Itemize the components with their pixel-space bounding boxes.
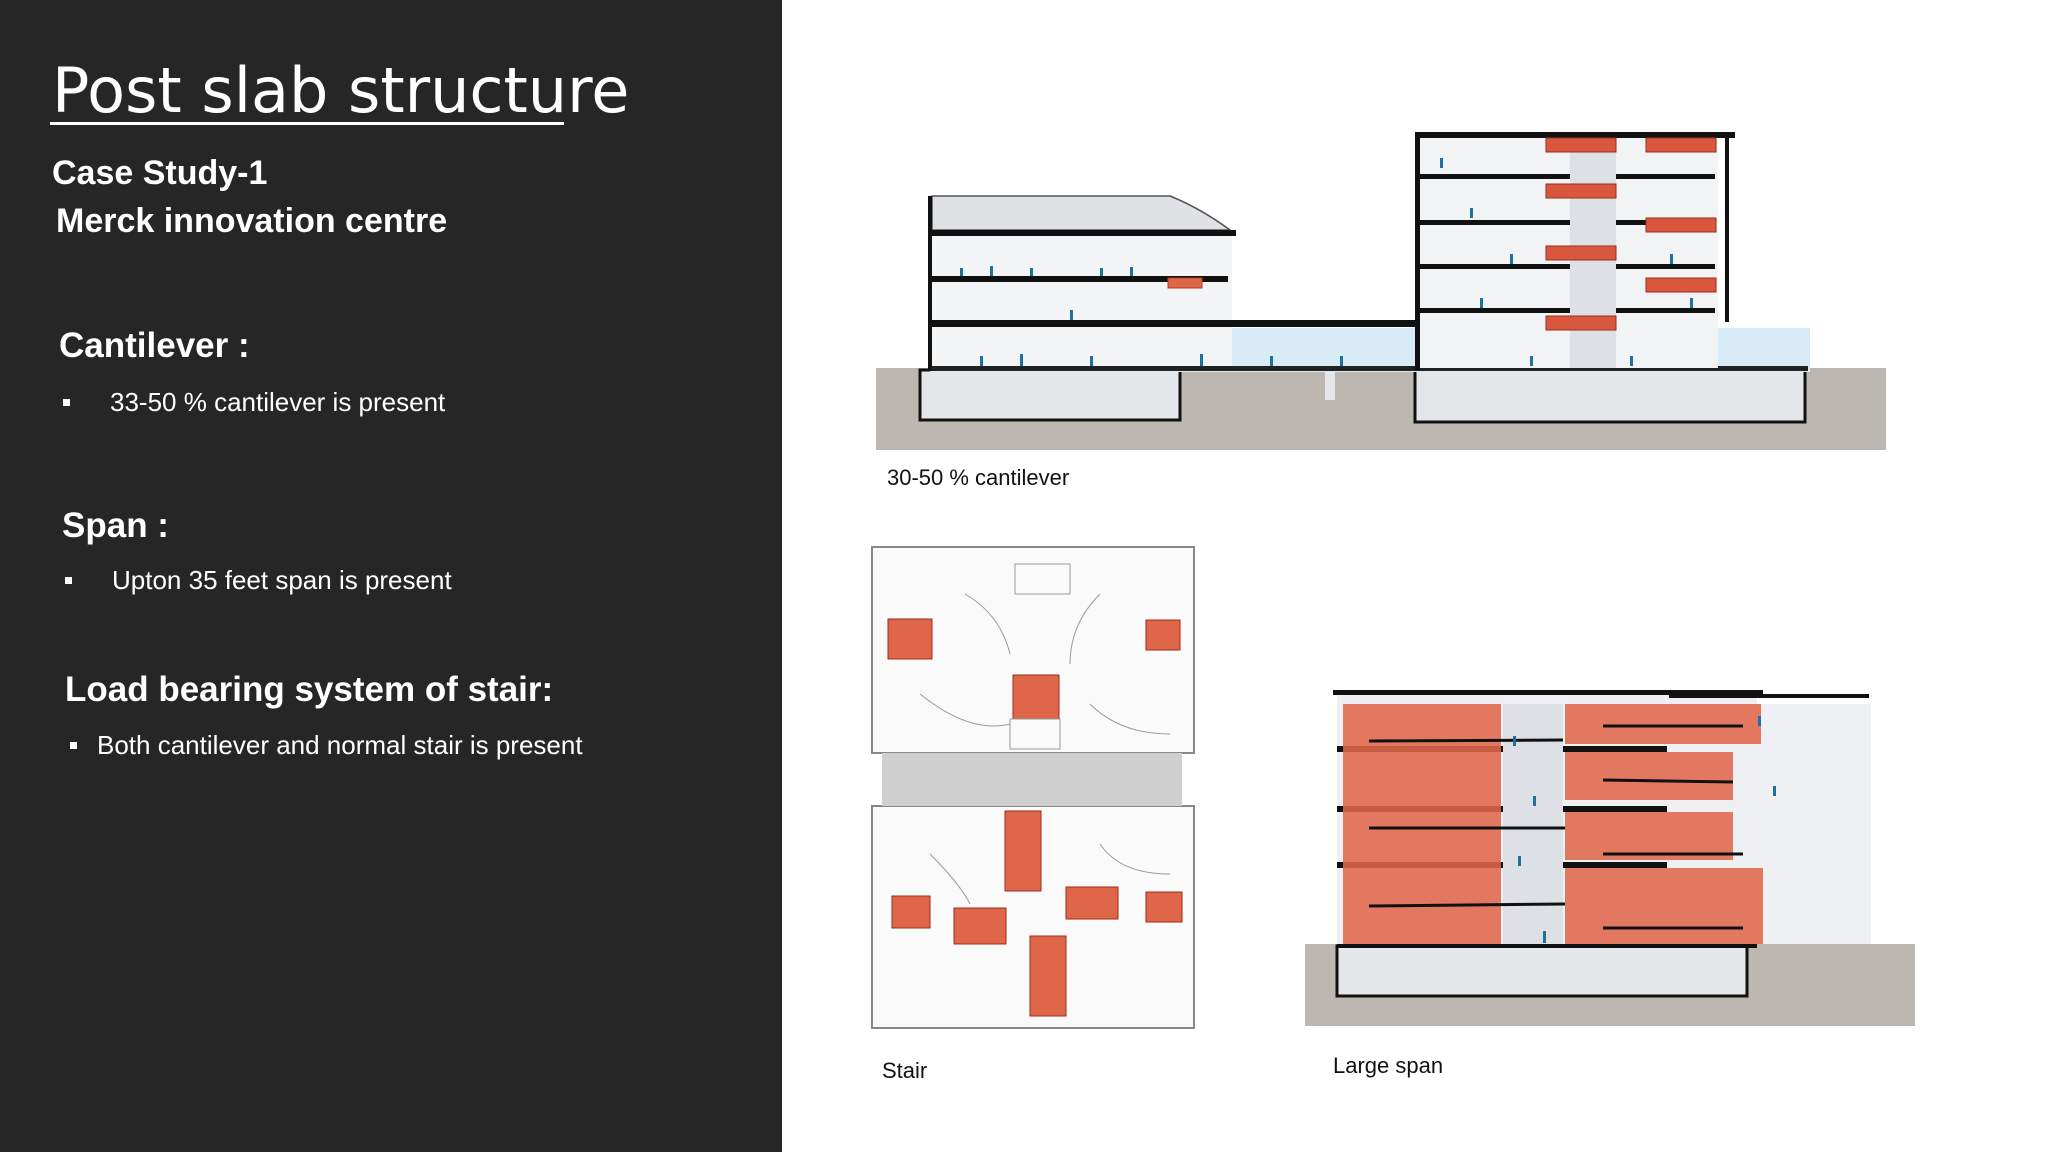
project-name: Merck innovation centre: [56, 202, 448, 240]
stair-plan-drawing: [871, 546, 1195, 1029]
cantilever-heading: Cantilever :: [59, 326, 250, 365]
bullet-marker: [70, 742, 77, 749]
bullet-marker: [63, 399, 70, 406]
stair-caption: Stair: [882, 1058, 928, 1083]
title-underline: [50, 122, 564, 125]
case-study-label: Case Study-1: [52, 154, 268, 192]
cantilever-caption: 30-50 % cantilever: [887, 465, 1070, 490]
span-bullet: Upton 35 feet span is present: [112, 565, 452, 595]
slide-title: Post slab structure: [52, 54, 630, 127]
left-text-panel: Post slab structure Case Study-1 Merck i…: [0, 0, 782, 1152]
bullet-marker: [65, 577, 72, 584]
span-heading: Span :: [62, 506, 169, 545]
stair-bullet: Both cantilever and normal stair is pres…: [97, 730, 583, 760]
cantilever-section-drawing: [876, 132, 1886, 450]
cantilever-bullet: 33-50 % cantilever is present: [110, 387, 446, 417]
large-span-section-drawing: [1305, 690, 1915, 1026]
span-caption: Large span: [1333, 1053, 1444, 1078]
stair-heading: Load bearing system of stair:: [65, 670, 554, 709]
